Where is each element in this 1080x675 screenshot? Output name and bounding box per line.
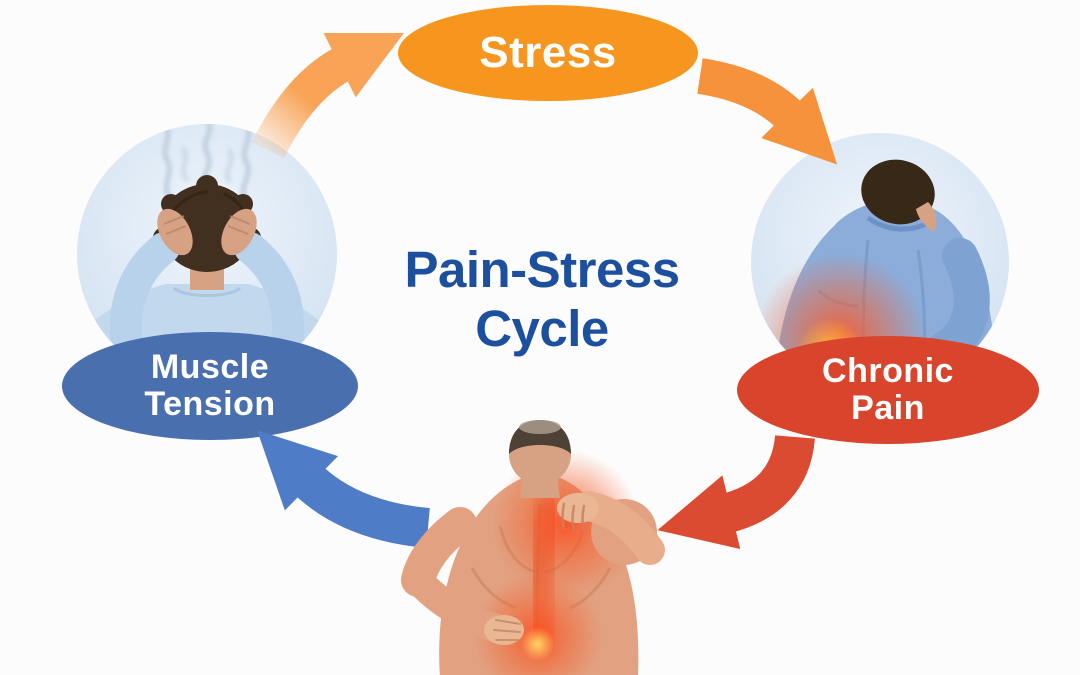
- back-pain-man-illustration: [401, 420, 665, 675]
- hand: [557, 493, 599, 523]
- node-muscle-tension: Muscle Tension: [62, 332, 358, 440]
- head: [509, 420, 571, 498]
- stressed-man-illustration: [77, 124, 337, 384]
- node-muscle-tension-label: Muscle Tension: [144, 347, 276, 423]
- node-chronic-pain: Chronic Pain: [737, 336, 1039, 444]
- arrow-chronic-pain-to-back-pain: [657, 434, 815, 550]
- node-stress: Stress: [398, 5, 698, 101]
- steam-icon: [162, 124, 252, 203]
- diagram-title: Pain-Stress Cycle: [404, 241, 680, 358]
- node-chronic-pain-label: Chronic Pain: [822, 351, 954, 427]
- right-arm-over-shoulder: [557, 491, 665, 565]
- head: [861, 159, 935, 225]
- hands: [157, 208, 257, 256]
- node-stress-label: Stress: [479, 28, 617, 77]
- arms: [109, 208, 305, 352]
- face: [916, 202, 937, 232]
- pain-hotspot: [521, 627, 555, 661]
- arrow-stress-to-chronic-pain: [697, 58, 838, 165]
- left-arm-akimbo: [401, 507, 524, 645]
